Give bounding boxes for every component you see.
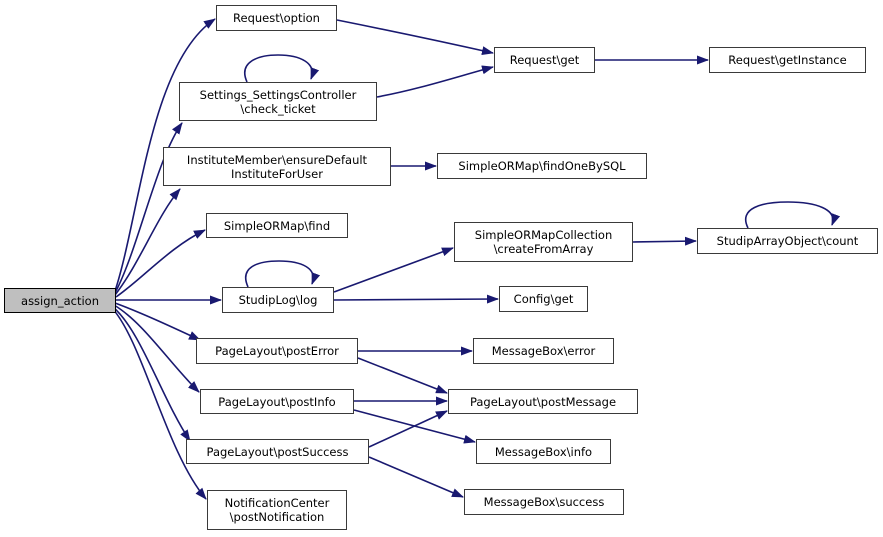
node-label: SimpleORMap\find xyxy=(223,218,331,233)
graph-node-post-error[interactable]: PageLayout\postError xyxy=(196,338,358,364)
graph-node-request-option[interactable]: Request\option xyxy=(216,5,337,31)
edge-assign-action-to-post-error xyxy=(114,302,201,341)
edge-assign-action-to-post-success xyxy=(112,306,191,442)
node-label: InstituteForUser xyxy=(231,166,323,181)
node-label: \createFromArray xyxy=(493,242,594,256)
node-label: PageLayout\postError xyxy=(215,344,339,358)
graph-node-find-one-by-sql[interactable]: SimpleORMap\findOneBySQL xyxy=(437,153,647,179)
node-label: PageLayout\postSuccess xyxy=(206,444,349,459)
graph-node-post-message[interactable]: PageLayout\postMessage xyxy=(448,389,638,414)
edge-studiplog-log-to-config-get xyxy=(333,294,499,304)
edge-assign-action-to-simpleormap-find xyxy=(115,229,206,298)
node-label: MessageBox\error xyxy=(491,344,596,358)
graph-node-config-get[interactable]: Config\get xyxy=(499,286,588,312)
graph-node-post-notification[interactable]: NotificationCenter\postNotification xyxy=(207,490,347,530)
edge-studiplog-log-to-create-from-array xyxy=(333,247,454,293)
edge-post-info-to-messagebox-info xyxy=(353,409,476,444)
node-label: PageLayout\postMessage xyxy=(469,394,617,409)
node-label: StudipArrayObject\count xyxy=(716,234,859,248)
node-label: \postNotification xyxy=(229,510,325,524)
graph-node-request-get[interactable]: Request\get xyxy=(494,47,595,73)
node-label: \check_ticket xyxy=(240,101,316,116)
graph-node-array-count[interactable]: StudipArrayObject\count xyxy=(697,228,878,254)
node-label: Request\option xyxy=(233,11,320,25)
node-label: SimpleORMapCollection xyxy=(474,228,613,242)
node-label: MessageBox\success xyxy=(483,495,605,509)
graph-node-assign-action: assign_action xyxy=(4,288,116,313)
node-label: Request\getInstance xyxy=(728,53,847,67)
graph-node-check-ticket[interactable]: Settings_SettingsController\check_ticket xyxy=(179,82,377,121)
node-label: PageLayout\postInfo xyxy=(218,394,336,409)
graph-node-messagebox-success[interactable]: MessageBox\success xyxy=(464,489,624,515)
node-label: InstituteMember\ensureDefault xyxy=(186,152,368,167)
graph-node-post-info[interactable]: PageLayout\postInfo xyxy=(200,389,354,414)
node-label: SimpleORMap\findOneBySQL xyxy=(458,159,626,173)
node-label: Request\get xyxy=(509,53,580,67)
graph-node-messagebox-error[interactable]: MessageBox\error xyxy=(473,338,614,364)
graph-node-studiplog-log[interactable]: StudipLog\log xyxy=(222,287,334,313)
edge-assign-action-to-post-info xyxy=(113,304,200,393)
graph-node-create-from-array[interactable]: SimpleORMapCollection\createFromArray xyxy=(454,222,633,262)
graph-node-request-getinstance[interactable]: Request\getInstance xyxy=(709,47,866,73)
edge-assign-action-to-post-notification xyxy=(111,307,207,500)
graph-node-messagebox-info[interactable]: MessageBox\info xyxy=(476,439,611,464)
node-label: NotificationCenter xyxy=(224,496,330,510)
edge-post-success-to-post-message xyxy=(368,410,448,448)
graph-node-simpleormap-find[interactable]: SimpleORMap\find xyxy=(206,213,348,238)
self-loop-check-ticket xyxy=(244,54,320,83)
edge-check-ticket-to-request-get xyxy=(376,65,494,98)
node-label: assign_action xyxy=(21,293,99,308)
edge-request-option-to-request-get xyxy=(336,19,494,55)
edge-post-success-to-messagebox-success xyxy=(368,456,464,498)
node-label: Config\get xyxy=(513,292,574,306)
graph-node-post-success[interactable]: PageLayout\postSuccess xyxy=(186,439,369,464)
edge-create-from-array-to-array-count xyxy=(632,236,697,246)
self-loop-array-count xyxy=(745,201,841,229)
edge-assign-action-to-ensure-default xyxy=(114,188,181,296)
node-label: StudipLog\log xyxy=(238,293,318,307)
edge-post-error-to-post-message xyxy=(357,357,448,394)
self-loop-studiplog-log xyxy=(245,260,321,288)
node-label: Settings_SettingsController xyxy=(199,87,357,102)
node-label: MessageBox\info xyxy=(494,444,593,459)
